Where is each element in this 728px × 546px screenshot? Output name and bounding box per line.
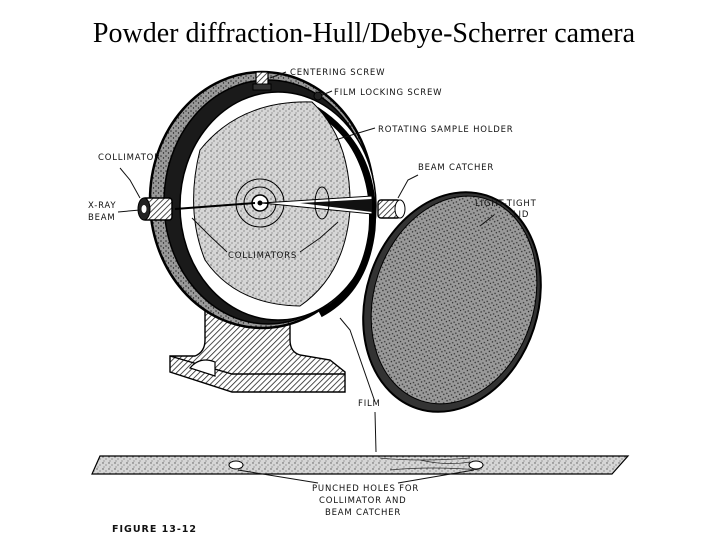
light-tight-lid-part <box>362 191 542 413</box>
label-centering-screw: CENTERING SCREW <box>290 68 385 78</box>
label-beam-catcher-film: BEAM CATCHER <box>325 508 401 518</box>
label-beam-catcher: BEAM CATCHER <box>418 163 494 173</box>
label-film-locking-screw: FILM LOCKING SCREW <box>334 88 442 98</box>
xray-beam-cone <box>174 186 373 220</box>
label-collimator: COLLIMATOR <box>98 153 161 163</box>
collimator-part <box>137 197 173 221</box>
label-collimators: COLLIMATORS <box>228 251 297 261</box>
label-punched-holes: PUNCHED HOLES FOR <box>312 484 419 494</box>
figure-caption: FIGURE 13-12 <box>112 524 197 535</box>
label-beam: BEAM <box>88 213 116 223</box>
label-film: FILM <box>358 399 381 409</box>
punched-hole-right <box>468 460 484 470</box>
punched-hole-left <box>228 460 244 470</box>
centering-screw-part <box>252 71 272 91</box>
beam-catcher-part <box>377 199 406 219</box>
camera-stand <box>169 299 346 393</box>
label-lid: LID <box>513 210 529 220</box>
label-rotating-sample-holder: ROTATING SAMPLE HOLDER <box>378 125 514 135</box>
label-collimator-and: COLLIMATOR AND <box>319 496 407 506</box>
slide-title: Powder diffraction-Hull/Debye-Scherrer c… <box>92 18 636 49</box>
label-light-tight: LIGHT-TIGHT <box>475 199 537 209</box>
film-strip <box>91 455 630 475</box>
label-xray: X-RAY <box>88 201 116 211</box>
leader-lines <box>117 71 495 484</box>
film-locking-screw-part <box>313 91 323 101</box>
